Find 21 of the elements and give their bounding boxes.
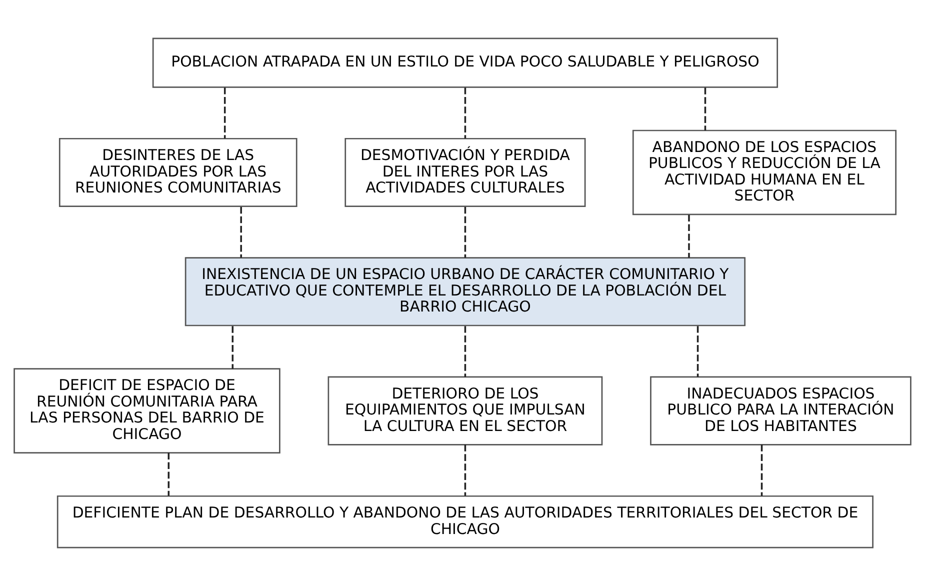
- connector: [464, 444, 466, 496]
- node-box: DETERIORO DE LOS EQUIPAMIENTOS QUE IMPULSAN LA CULTURA EN EL SECTOR: [328, 376, 603, 445]
- connector: [232, 326, 234, 368]
- connector: [240, 206, 242, 258]
- node-box: DEFICIENTE PLAN DE DESARROLLO Y ABANDONO DE LAS AUTORIDADES TERRITORIALES DEL SECTOR DE CHICAGO: [56, 494, 874, 548]
- connector: [464, 87, 466, 138]
- connector: [464, 326, 466, 376]
- node-box: DEFICIT DE ESPACIO DE REUNIÓN COMUNITARIA PARA LAS PERSONAS DEL BARRIO DE CHICAGO: [14, 368, 280, 453]
- node-box: INADECUADOS ESPACIOS PUBLICO PARA LA INTERACIÓN DE LOS HABITANTES: [650, 376, 912, 445]
- connector: [696, 326, 699, 376]
- connector: [224, 87, 226, 138]
- connector: [688, 214, 690, 258]
- node-box: DESINTERES DE LAS AUTORIDADES POR LAS REUNIONES COMUNITARIAS: [58, 137, 298, 207]
- node-box: DESMOTIVACIÓN Y PERDIDA DEL INTERES POR LAS ACTIVIDADES CULTURALES: [344, 137, 586, 207]
- connector: [704, 87, 706, 130]
- node-box: INEXISTENCIA DE UN ESPACIO URBANO DE CARÁCTER COMUNITARIO Y EDUCATIVO QUE CONTEMPLE EL DESARROLLO DE LA POBLACIÓN DEL BARRIO CHICAGO: [184, 256, 746, 326]
- node-box: ABANDONO DE LOS ESPACIOS PUBLICOS Y REDUCCIÓN DE LA ACTIVIDAD HUMANA EN EL SECTOR: [632, 129, 897, 215]
- connector: [168, 452, 170, 496]
- node-box: POBLACION ATRAPADA EN UN ESTILO DE VIDA POCO SALUDABLE Y PELIGROSO: [152, 37, 778, 88]
- connector: [464, 206, 466, 258]
- connector: [760, 444, 763, 496]
